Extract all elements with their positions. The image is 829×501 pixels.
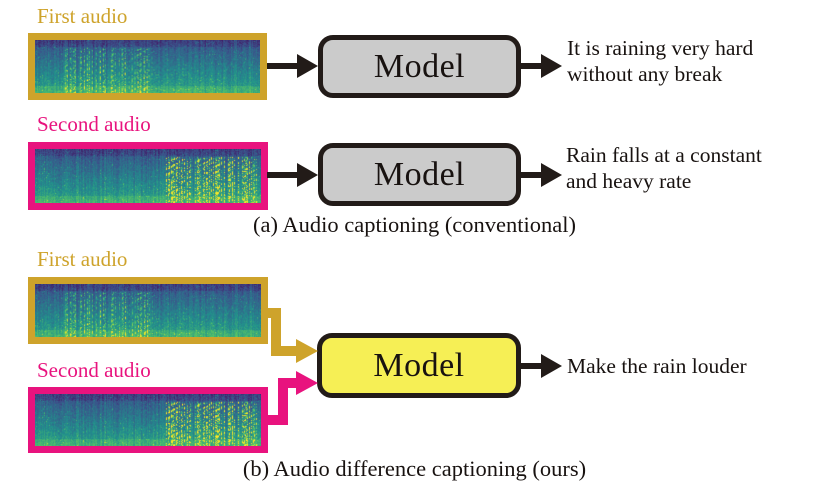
arrow-right-icon	[267, 54, 318, 78]
first-audio-label-b: First audio	[37, 247, 128, 271]
first-audio-spectrogram-b	[28, 277, 268, 344]
model-box-conventional-1: Model	[318, 35, 521, 98]
second-audio-label: Second audio	[37, 112, 151, 136]
arrow-right-icon	[518, 54, 562, 78]
gold-elbow-arrow-icon	[262, 308, 318, 363]
caption-output-2: Rain falls at a constant and heavy rate	[566, 143, 762, 195]
pink-elbow-arrow-icon	[262, 371, 318, 425]
caption-output-1: It is raining very hard without any brea…	[567, 36, 753, 88]
model-box-conventional-2: Model	[318, 143, 521, 206]
panel-a-caption: (a) Audio captioning (conventional)	[252, 212, 577, 237]
model-box-label: Model	[373, 155, 466, 193]
caption-output-line: Rain falls at a constant	[566, 143, 762, 167]
second-audio-label-b: Second audio	[37, 358, 151, 382]
second-audio-spectrogram	[28, 142, 268, 210]
arrow-right-icon	[518, 163, 562, 187]
arrow-right-icon	[518, 354, 562, 378]
second-audio-spectrogram-b	[28, 387, 268, 453]
model-box-label: Model	[373, 47, 466, 85]
panel-b-caption: (b) Audio difference captioning (ours)	[242, 456, 587, 481]
difference-caption-output: Make the rain louder	[567, 354, 747, 380]
model-box-label: Model	[373, 346, 465, 384]
first-audio-spectrogram	[28, 33, 267, 100]
caption-output-line: It is raining very hard	[567, 36, 754, 60]
caption-output-line: Make the rain louder	[567, 354, 747, 378]
caption-output-line: without any break	[567, 61, 723, 86]
first-audio-label: First audio	[37, 4, 128, 28]
arrow-right-icon	[267, 163, 318, 187]
model-box-proposed: Model	[317, 333, 521, 398]
caption-output-line: and heavy rate	[566, 168, 692, 193]
